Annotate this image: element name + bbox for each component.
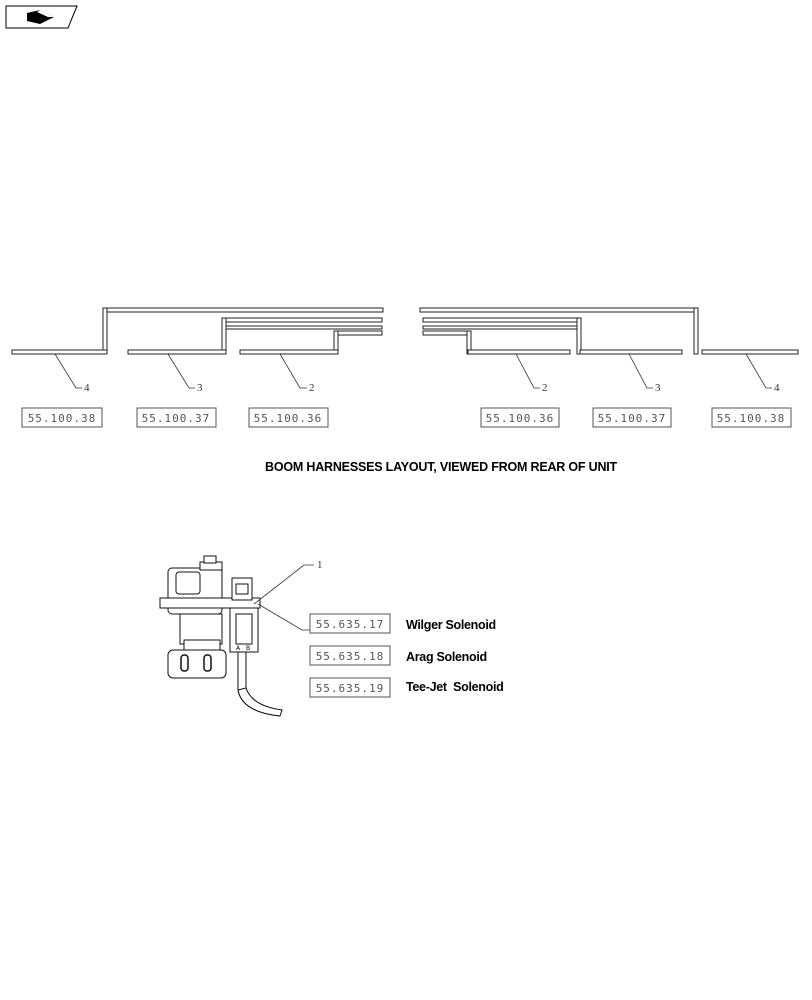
ref-box-arag[interactable]: 55.635.18 [309,645,391,666]
page-turn-icon[interactable] [5,5,78,29]
harness-right-3-strip [422,325,578,330]
harness-right-2 [422,330,571,355]
svg-text:55.100.37: 55.100.37 [598,412,667,425]
callout-number-left-4: 4 [84,382,90,394]
left-harness-group [11,307,384,355]
svg-text:55.100.36: 55.100.36 [254,412,323,425]
label-wilger-solenoid: Wilger Solenoid [406,618,496,632]
right-harness-group [419,307,799,355]
harness-right-4 [419,307,799,355]
solenoid-callout: 1 [253,559,323,631]
connector-label-a: A [236,645,241,652]
callout-number-right-3: 3 [655,382,661,394]
callout-number-solenoid: 1 [317,559,323,571]
ref-box-right-4[interactable]: 55.100.38 [711,407,792,428]
solenoid-illustration: A B [159,522,283,717]
harness-left-3-strip [225,325,383,330]
right-callouts: 2 3 4 55.100.36 55.100.37 55.100.38 [480,353,792,428]
ref-box-left-4[interactable]: 55.100.38 [21,407,103,428]
svg-text:55.100.36: 55.100.36 [486,412,555,425]
ref-box-right-2[interactable]: 55.100.36 [480,407,560,428]
callout-number-right-4: 4 [774,382,780,394]
svg-text:55.100.38: 55.100.38 [717,412,786,425]
callout-number-left-3: 3 [197,382,203,394]
harness-left-3 [127,317,383,355]
svg-text:55.635.19: 55.635.19 [316,682,385,695]
ref-box-teejet[interactable]: 55.635.19 [309,677,391,698]
svg-text:55.635.18: 55.635.18 [316,650,385,663]
svg-text:55.100.37: 55.100.37 [142,412,211,425]
ref-box-right-3[interactable]: 55.100.37 [592,407,672,428]
label-arag-solenoid: Arag Solenoid [406,650,487,664]
harness-left-4 [11,307,384,355]
label-teejet-solenoid: Tee-Jet Solenoid [406,680,503,694]
callout-number-right-2: 2 [542,382,548,394]
ref-box-left-2[interactable]: 55.100.36 [248,407,329,428]
left-callouts: 4 3 2 55.100.38 55.100.37 55.100.36 [21,353,329,428]
diagram-title: BOOM HARNESSES LAYOUT, VIEWED FROM REAR … [265,460,618,474]
svg-text:55.100.38: 55.100.38 [28,412,97,425]
ref-box-left-3[interactable]: 55.100.37 [136,407,217,428]
ref-box-wilger[interactable]: 55.635.17 [309,613,391,634]
harness-right-3 [422,317,683,355]
svg-text:55.635.17: 55.635.17 [316,618,385,631]
solenoid-refs: 55.635.17 Wilger Solenoid 55.635.18 Arag… [309,613,504,698]
callout-number-left-2: 2 [309,382,315,394]
connector-label-b: B [246,645,250,652]
harness-left-2 [239,330,383,355]
